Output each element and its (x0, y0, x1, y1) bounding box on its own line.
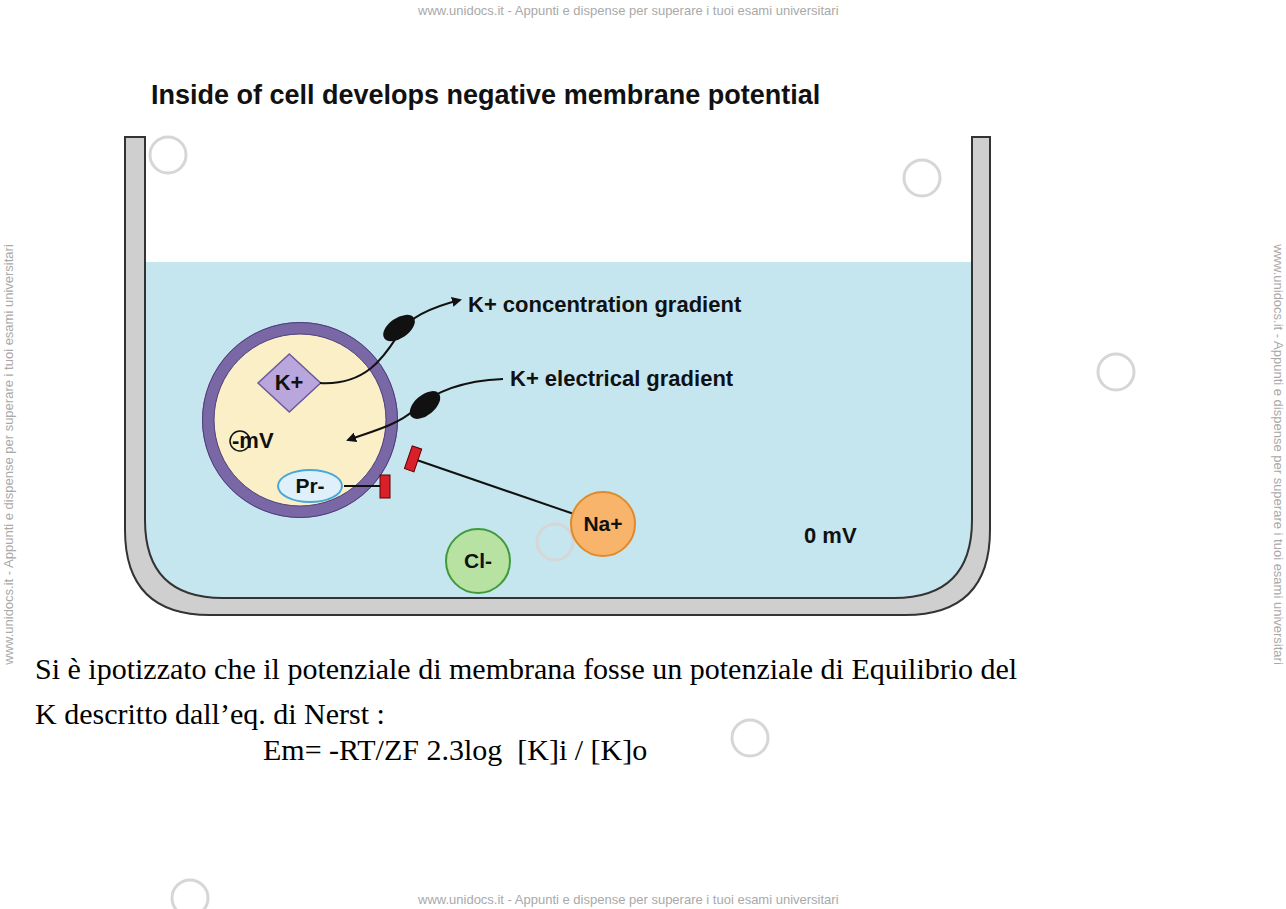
watermark-logos (150, 137, 1134, 909)
ion-label: Cl- (464, 549, 492, 573)
annotation: 0 mV (804, 523, 857, 549)
cell: -mV K+ Pr- (202, 322, 398, 518)
ion-label: -mV (232, 428, 274, 454)
minus-circle (230, 431, 250, 451)
watermark: www.unidocs.it - Appunti e dispense per … (1270, 244, 1285, 665)
ion-label: K+ (275, 370, 304, 396)
ion-label: Na+ (583, 512, 622, 536)
connector (404, 446, 571, 513)
caption: Si è ipotizzato che il potenziale di mem… (35, 646, 1045, 736)
beaker-wall (125, 137, 990, 615)
watermark: www.unidocs.it - Appunti e dispense per … (1, 244, 16, 665)
concentration-arrow (320, 300, 460, 383)
block-bar (380, 475, 390, 498)
k-channel (379, 309, 420, 346)
watermark: www.unidocs.it - Appunti e dispense per … (418, 3, 839, 18)
ion: K+ (257, 353, 322, 413)
blocked-line (344, 485, 380, 487)
ion: Cl- (445, 528, 511, 594)
ion: Pr- (277, 469, 343, 503)
ion-label: Pr- (295, 474, 324, 498)
k-channel (405, 386, 445, 424)
title: Inside of cell develops negative membran… (151, 80, 820, 111)
watermark: www.unidocs.it - Appunti e dispense per … (418, 892, 839, 907)
water (145, 262, 972, 598)
annotation: K+ electrical gradient (510, 366, 733, 392)
equation: Em= -RT/ZF 2.3log [K]i / [K]o (263, 733, 647, 767)
annotation: K+ concentration gradient (468, 292, 741, 318)
ion: Na+ (570, 491, 636, 557)
electrical-arrow (348, 379, 503, 440)
